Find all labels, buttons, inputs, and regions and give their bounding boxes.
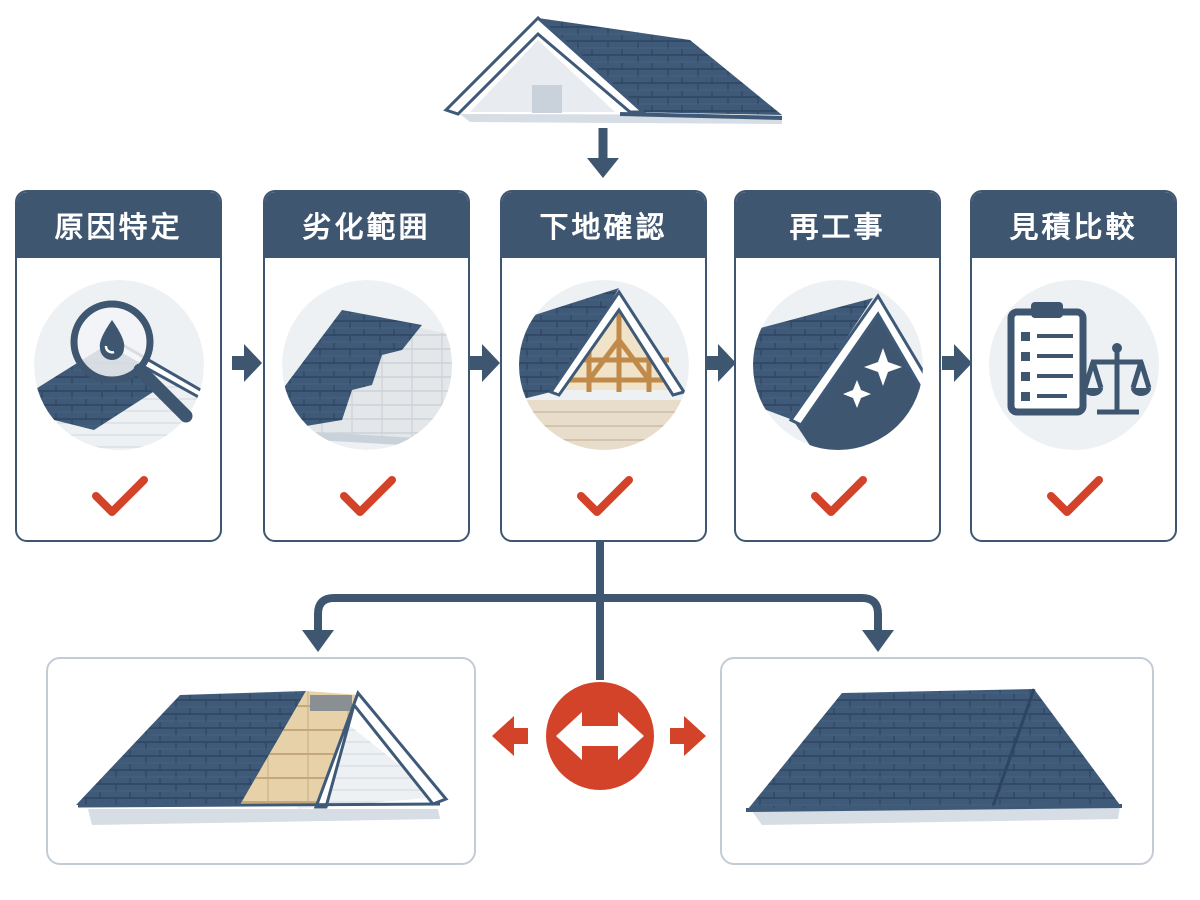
step-card-estimate: 見積比較 [970, 190, 1177, 542]
checkmark-icon [92, 476, 148, 516]
house-door [532, 85, 562, 113]
step-card-underlayer: 下地確認 [500, 190, 707, 542]
step-card-cause: 原因特定 [15, 190, 222, 542]
step-title: 下地確認 [502, 192, 705, 258]
double-arrow-compare-icon [492, 682, 706, 790]
option-partial-repair [46, 657, 476, 865]
top-house-illustration [443, 15, 783, 124]
step-title: 再工事 [736, 192, 939, 258]
step-arrows [232, 344, 972, 382]
down-arrow-right [862, 630, 894, 652]
checkmark-icon [340, 476, 396, 516]
step-card-rework: 再工事 [734, 190, 941, 542]
down-arrow-top [587, 128, 619, 178]
down-arrow-left [302, 630, 334, 652]
clipboard-scale-icon [989, 280, 1159, 450]
checkmark-icon [577, 476, 633, 516]
partial-repair-roof-icon [76, 690, 449, 825]
step-card-degradation: 劣化範囲 [263, 190, 470, 542]
right-arrow-icon [706, 344, 736, 382]
step-title: 原因特定 [17, 192, 220, 258]
sparkle-new-roof-icon [753, 280, 923, 450]
step-title: 見積比較 [972, 192, 1175, 258]
step-title: 劣化範囲 [265, 192, 468, 258]
option-full-replacement [720, 657, 1154, 865]
partially-faded-roof-icon [282, 280, 452, 450]
full-replacement-roof-icon [745, 688, 1123, 825]
branch-arrows [314, 542, 882, 680]
roof-frame-underlayer-icon [519, 280, 689, 450]
magnifier-water-drop-icon [34, 280, 204, 450]
right-arrow-icon [942, 344, 972, 382]
checkmark-icon [1047, 476, 1103, 516]
right-arrow-icon [470, 344, 500, 382]
checkmark-icon [811, 476, 867, 516]
right-arrow-icon [232, 344, 262, 382]
